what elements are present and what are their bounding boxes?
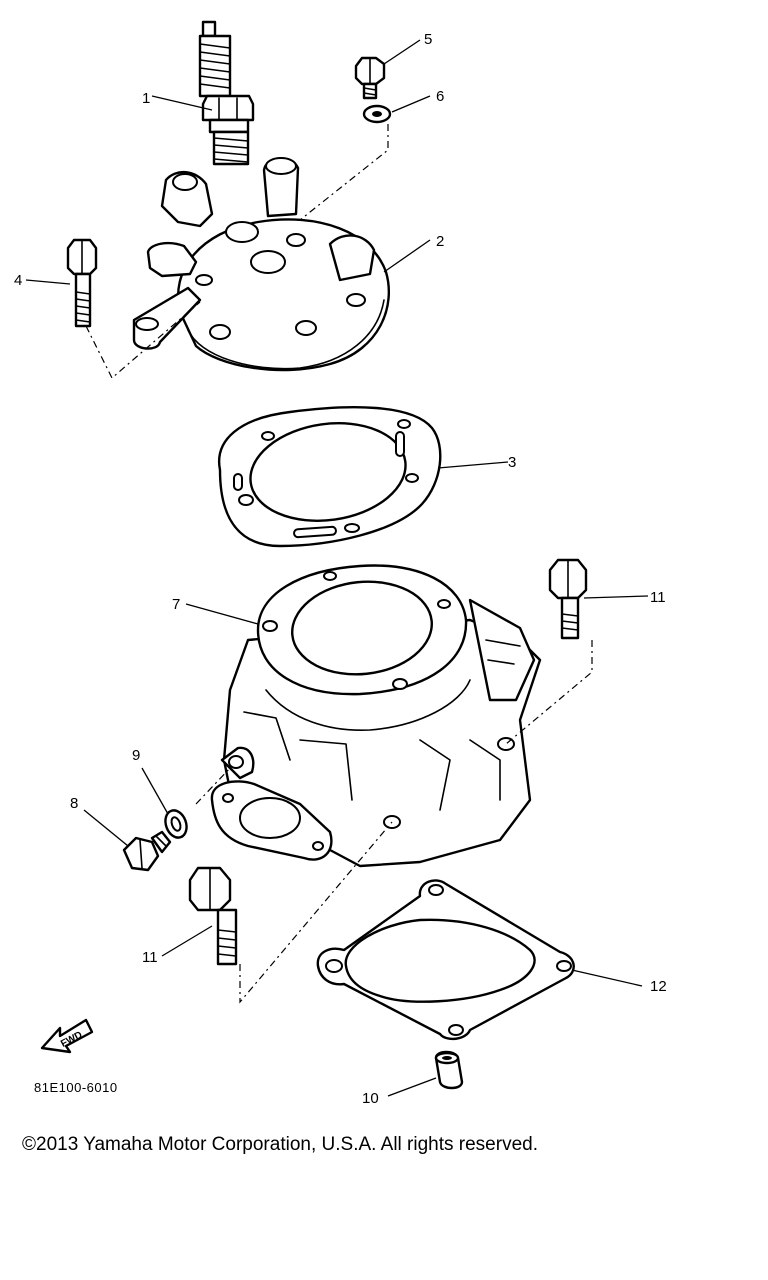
callout-6: 6 <box>436 88 444 105</box>
callout-11-lower: 11 <box>142 949 158 966</box>
callout-3: 3 <box>508 454 516 471</box>
fwd-arrow-icon: FWD <box>40 1018 94 1054</box>
spark-plug-drawing <box>198 20 255 166</box>
plug-bolt-8-drawing <box>122 830 172 872</box>
cylinder-drawing <box>210 564 542 868</box>
drawing-code: 81E100-6010 <box>34 1080 118 1095</box>
callout-11-upper: 11 <box>650 589 666 606</box>
cylinder-base-gasket-drawing <box>316 879 575 1041</box>
washer-6-drawing <box>362 104 392 124</box>
head-bolt-4-drawing <box>66 238 98 328</box>
dowel-pin-10-drawing <box>434 1050 464 1090</box>
callout-8: 8 <box>70 795 78 812</box>
flange-bolt-11-lower-drawing <box>188 866 238 966</box>
bolt-5-drawing <box>354 56 386 100</box>
callout-4: 4 <box>14 272 22 289</box>
leader-lines <box>25 39 649 1097</box>
callout-7: 7 <box>172 596 180 613</box>
cylinder-head-drawing <box>132 157 390 372</box>
callout-numbers: 1 2 3 4 5 6 7 8 9 10 11 11 12 <box>14 31 667 1107</box>
cylinder-head-gasket-drawing <box>217 406 442 548</box>
gasket-washer-9-drawing <box>164 809 188 839</box>
copyright-notice: ©2013 Yamaha Motor Corporation, U.S.A. A… <box>22 1134 538 1155</box>
callout-1: 1 <box>142 90 150 107</box>
callout-2: 2 <box>436 233 444 250</box>
flange-bolt-11-upper-drawing <box>548 558 588 640</box>
callout-5: 5 <box>424 31 432 48</box>
callout-12: 12 <box>650 978 667 995</box>
callout-10: 10 <box>362 1090 379 1107</box>
callout-9: 9 <box>132 747 140 764</box>
fwd-label: FWD <box>59 1030 84 1050</box>
